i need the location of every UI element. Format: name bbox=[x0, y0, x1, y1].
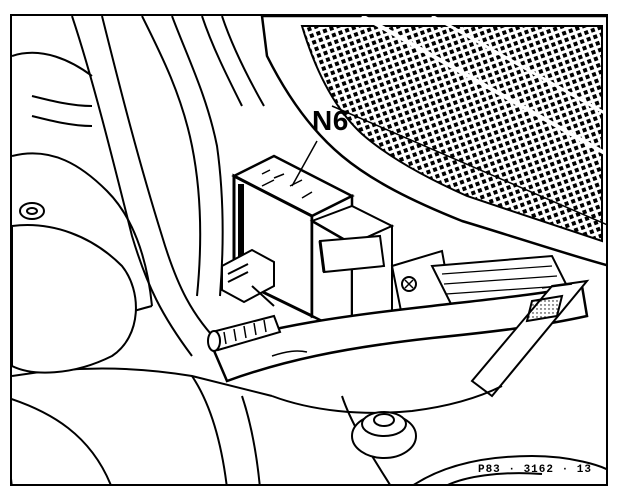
air-filter-housing bbox=[260, 16, 606, 267]
bottom-cap bbox=[351, 411, 417, 459]
hose-clamp bbox=[207, 314, 282, 352]
callout-label: N6 bbox=[312, 105, 349, 136]
right-hose bbox=[470, 279, 590, 398]
upper-hoses bbox=[31, 16, 265, 297]
figure-number: P83 · 3162 · 13 bbox=[477, 464, 592, 476]
connector-plug bbox=[221, 248, 275, 307]
engine-bay-illustration bbox=[12, 16, 606, 484]
reservoir-cap bbox=[12, 202, 137, 484]
callout-leader-line bbox=[291, 140, 318, 187]
main-hose bbox=[210, 284, 589, 383]
diagram-frame: N6 P83 · 3162 · 13 bbox=[10, 14, 608, 486]
